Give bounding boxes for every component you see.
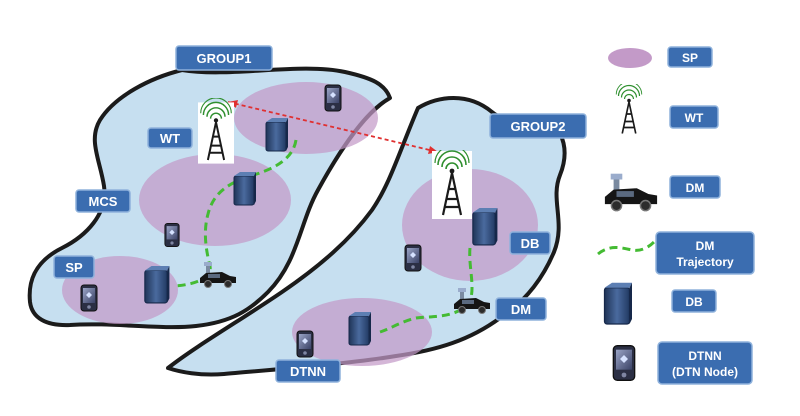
svg-text:WT: WT xyxy=(685,111,704,125)
db-label: DB xyxy=(509,231,551,255)
sp-label: SP xyxy=(53,255,95,279)
svg-text:(DTN Node): (DTN Node) xyxy=(672,365,738,379)
db-server-icon xyxy=(265,118,288,152)
svg-text:GROUP1: GROUP1 xyxy=(197,51,252,66)
dtn-node-icon xyxy=(324,84,342,112)
db-server-icon xyxy=(472,208,498,246)
mcs-label: MCS xyxy=(75,189,131,213)
svg-text:Trajectory: Trajectory xyxy=(676,255,734,269)
group2-label: GROUP2 xyxy=(489,113,587,139)
db-server-icon xyxy=(348,312,372,346)
legend-dtn-node-icon xyxy=(612,344,636,382)
svg-text:DM: DM xyxy=(686,181,705,195)
dtn-node-icon xyxy=(296,330,314,358)
legend-db-label: DB xyxy=(671,289,717,313)
svg-text:DB: DB xyxy=(685,295,703,309)
db-server-icon xyxy=(144,266,170,304)
group1-label: GROUP1 xyxy=(175,45,273,71)
svg-text:MCS: MCS xyxy=(89,194,118,209)
svg-text:GROUP2: GROUP2 xyxy=(511,119,566,134)
dm-trajectory-group1 xyxy=(174,139,298,288)
dtnn-label: DTNN xyxy=(275,359,341,383)
wireless-tower-icon xyxy=(198,98,234,165)
dtn-node-icon xyxy=(404,244,422,272)
sp-zone-top xyxy=(234,82,378,154)
legend-wt-label: WT xyxy=(669,105,719,129)
svg-text:SP: SP xyxy=(65,260,83,275)
svg-text:WT: WT xyxy=(160,131,180,146)
wireless-tower-icon xyxy=(432,150,472,220)
legend-sp-swatch xyxy=(608,48,652,68)
svg-text:DB: DB xyxy=(521,236,540,251)
svg-text:DM: DM xyxy=(511,302,531,317)
svg-text:DTNN: DTNN xyxy=(290,364,326,379)
legend-trajectory-label: DM Trajectory xyxy=(655,231,755,275)
dtn-node-icon xyxy=(164,222,180,248)
legend-dtnn-label: DTNN (DTN Node) xyxy=(657,341,753,385)
db-server-icon xyxy=(233,172,256,206)
legend-db-server-icon xyxy=(603,282,632,325)
dm-trajectory-group2 xyxy=(379,247,474,334)
legend-trajectory-line xyxy=(597,240,656,256)
legend: SP WT DM DM Trajectory DB DTNN (DTN Node… xyxy=(597,46,755,385)
legend-dm-label: DM xyxy=(669,175,721,199)
dm-label: DM xyxy=(495,297,547,321)
inter-group-link xyxy=(227,101,439,153)
svg-text:DTNN: DTNN xyxy=(688,349,721,363)
svg-text:DM: DM xyxy=(696,239,715,253)
legend-data-mule-icon xyxy=(603,172,659,212)
wt-label: WT xyxy=(147,127,193,149)
legend-wireless-tower-icon xyxy=(614,84,644,138)
dtn-node-icon xyxy=(80,284,98,312)
legend-sp-label: SP xyxy=(667,46,713,68)
svg-text:SP: SP xyxy=(682,51,698,65)
